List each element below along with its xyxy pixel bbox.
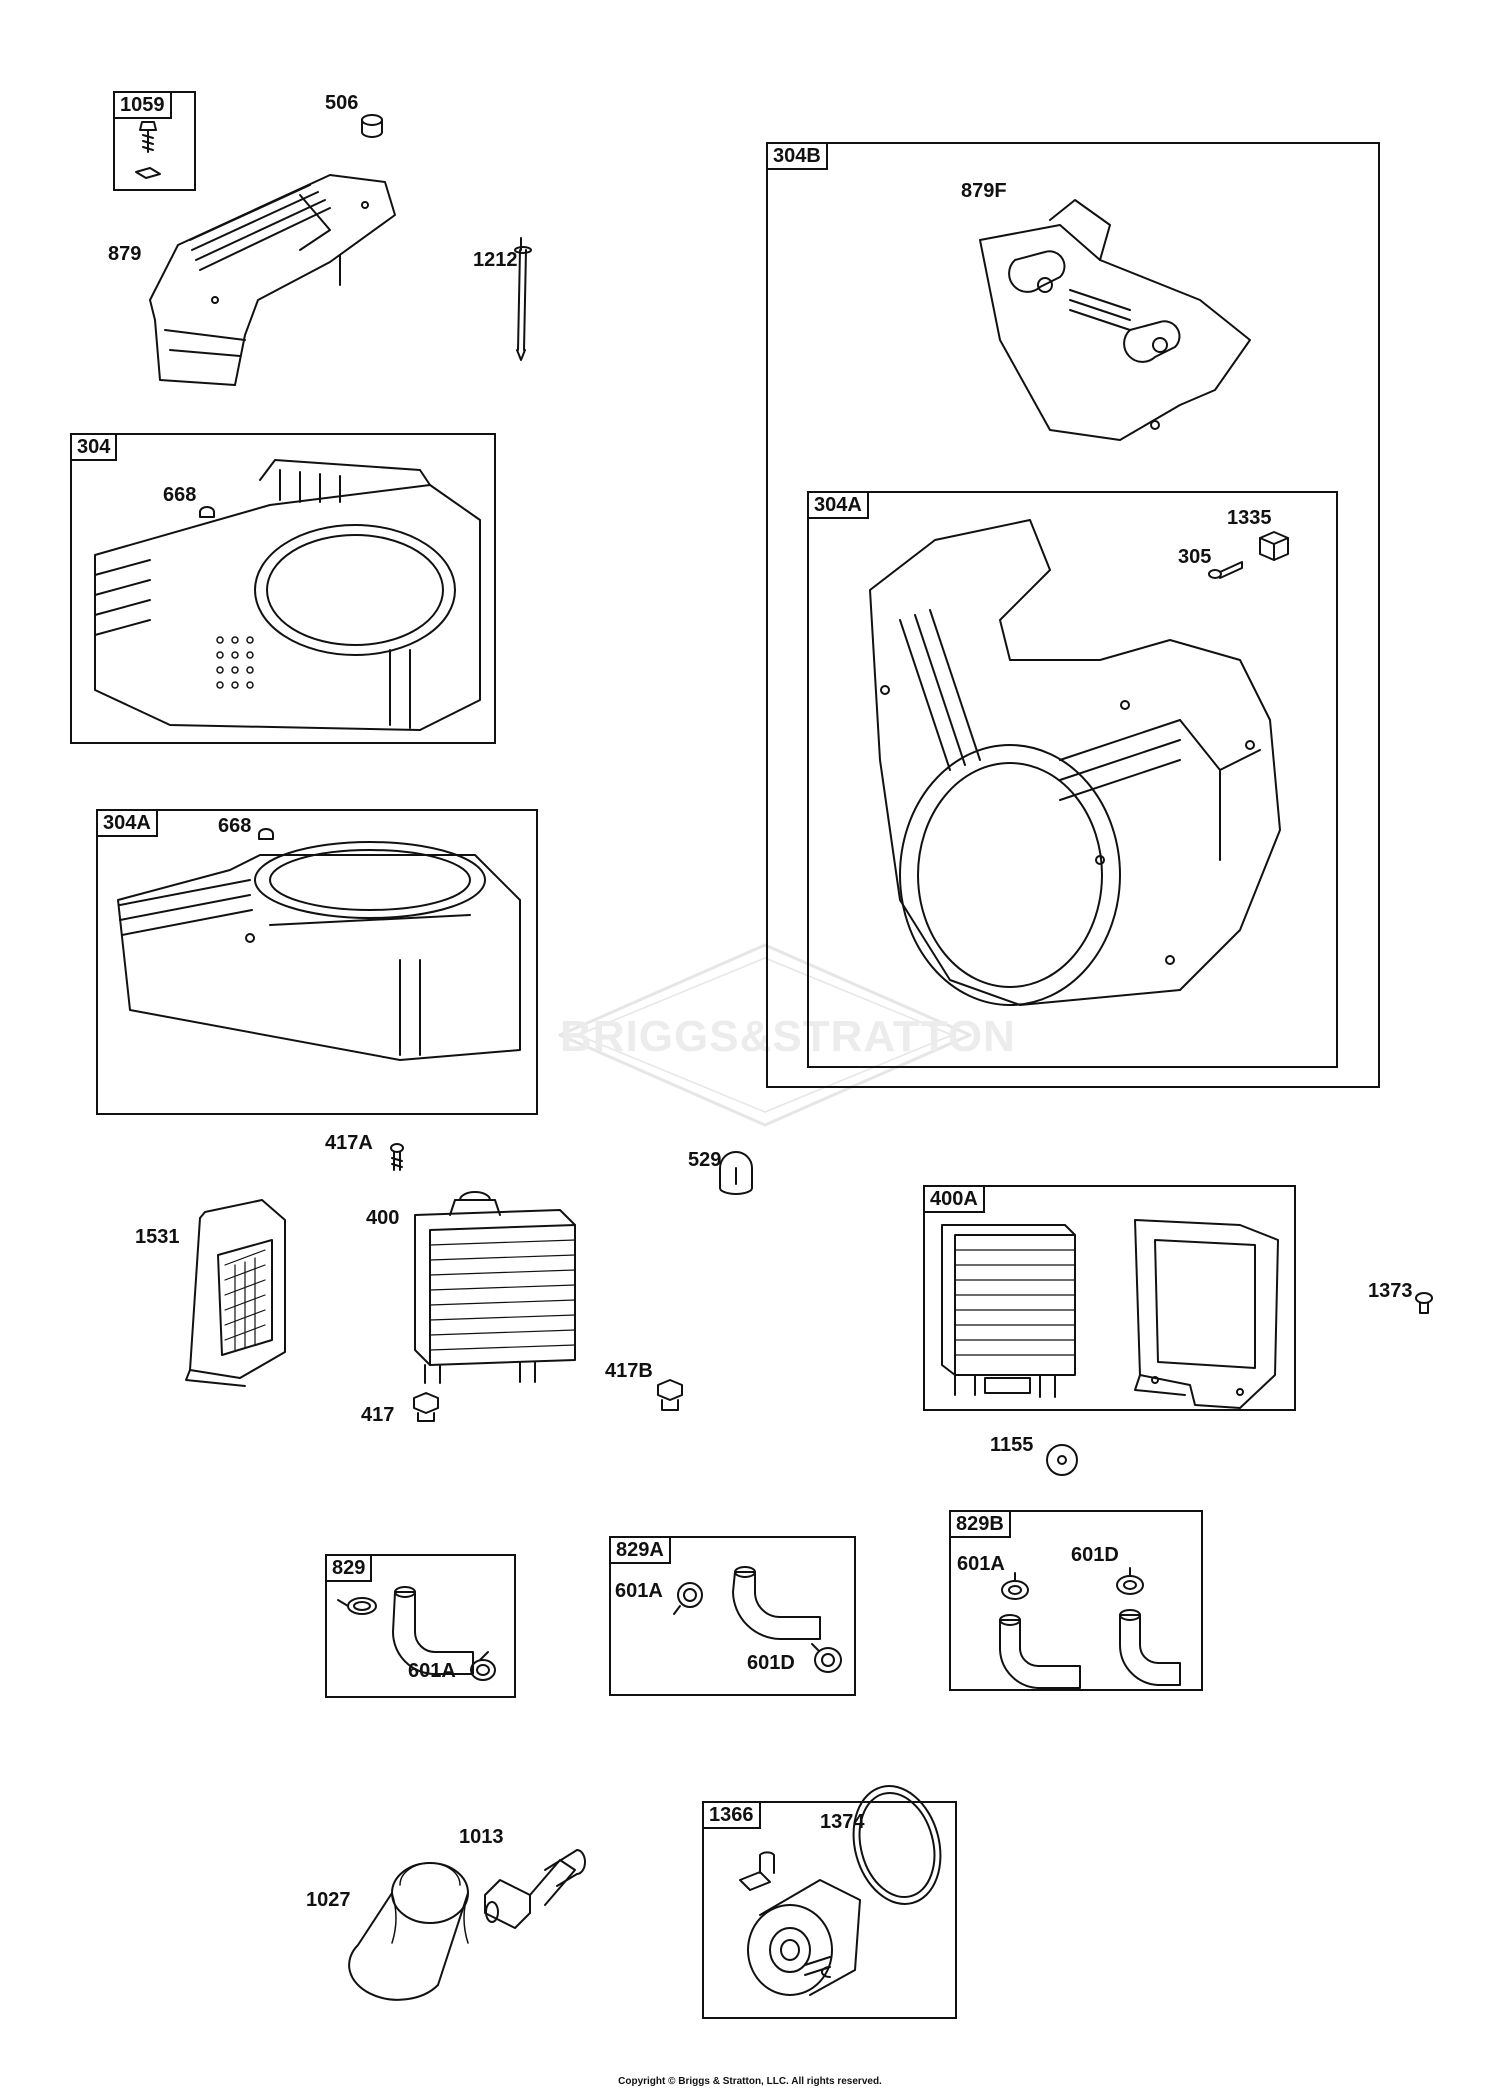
part-label-1155: 1155 [990, 1434, 1034, 1456]
kit-box-829b-label: 829B [949, 1510, 1011, 1538]
grommet-529-part [719, 1151, 753, 1195]
kit-box-304a-left: 304A [96, 809, 538, 1115]
cooler-1366-part [739, 1851, 861, 1996]
washer-1155-part [1046, 1444, 1078, 1476]
watermark-logo [558, 943, 972, 1127]
screw-305-part [1208, 561, 1243, 579]
hose-829a-part [732, 1566, 821, 1640]
part-label-1531: 1531 [135, 1226, 180, 1248]
part-label-601a-829b: 601A [957, 1553, 1005, 1575]
part-label-668-a: 668 [163, 484, 197, 506]
oring-1374-part [852, 1785, 942, 1905]
kit-box-829a: 829A [609, 1536, 856, 1696]
kit-box-829a-label: 829A [609, 1536, 671, 1564]
part-label-417: 417 [361, 1404, 395, 1426]
part-label-879f: 879F [961, 180, 1007, 202]
part-label-400: 400 [366, 1207, 400, 1229]
part-label-529: 529 [688, 1149, 722, 1171]
kit-box-400a-label: 400A [923, 1185, 985, 1213]
part-label-1374: 1374 [820, 1811, 865, 1833]
cover-879-part [149, 174, 396, 386]
part-label-1335: 1335 [1227, 507, 1272, 529]
rod-1212-part [514, 237, 532, 361]
clamp-829a-a-part [673, 1582, 703, 1615]
part-label-601a-829a: 601A [615, 1580, 663, 1602]
part-label-668-b: 668 [218, 815, 252, 837]
kit-box-1059-label: 1059 [113, 91, 172, 119]
clamp-829-b-part [470, 1651, 496, 1681]
hose-829-part [392, 1586, 474, 1675]
kit-box-304a-inner-label: 304A [807, 491, 869, 519]
screw-1059-part [135, 121, 161, 179]
kit-box-1366: 1366 [702, 1801, 957, 2019]
cooler-400-part [414, 1191, 576, 1384]
copyright-footer: Copyright © Briggs & Stratton, LLC. All … [618, 2076, 882, 2087]
part-label-601d-829a: 601D [747, 1652, 795, 1674]
fitting-417-part [413, 1392, 439, 1422]
cover-879f-part [979, 199, 1251, 441]
part-label-1027: 1027 [306, 1889, 351, 1911]
clamp-829b-b-part [1116, 1567, 1144, 1595]
shroud-304a-inner-part [869, 519, 1281, 1006]
kit-box-304a-left-label: 304A [96, 809, 158, 837]
kit-box-304: 304 [70, 433, 496, 744]
nut-1335-part [1259, 531, 1289, 561]
shroud-304a-left-part [117, 841, 521, 1061]
part-label-601a-829: 601A [408, 1660, 456, 1682]
plug-506-part [361, 114, 383, 138]
cooler-400a-part [941, 1224, 1076, 1398]
shroud-304-part [94, 459, 481, 731]
filter-1027-part [348, 1862, 469, 2001]
part-label-1013: 1013 [459, 1826, 504, 1848]
kit-box-829: 829 [325, 1554, 516, 1698]
kit-box-304-label: 304 [70, 433, 118, 461]
part-label-417a: 417A [325, 1132, 373, 1154]
part-label-1212: 1212 [473, 249, 518, 271]
part-label-879: 879 [108, 243, 142, 265]
shield-1531-part [185, 1199, 286, 1387]
screw-1373-part [1415, 1292, 1433, 1314]
hose-829b-b-part [1118, 1609, 1181, 1686]
kit-box-1366-label: 1366 [702, 1801, 761, 1829]
kit-box-829-label: 829 [325, 1554, 373, 1582]
clamp-829-a-part [337, 1597, 377, 1615]
clamp-829a-b-part [811, 1643, 842, 1673]
kit-box-1059: 1059 [113, 91, 196, 191]
part-label-417b: 417B [605, 1360, 653, 1382]
kit-box-304b: 304B [766, 142, 1380, 1088]
adapter-1013-part [484, 1849, 586, 1929]
clamp-829b-a-part [1001, 1572, 1029, 1600]
part-label-601d-829b: 601D [1071, 1544, 1119, 1566]
kit-box-400a: 400A [923, 1185, 1296, 1411]
bracket-400a-part [1134, 1219, 1279, 1409]
nut-668-part-b [258, 828, 274, 840]
fitting-417b-part [657, 1379, 683, 1411]
hose-829b-a-part [998, 1614, 1081, 1689]
screw-417a-part [390, 1143, 404, 1171]
watermark-text: BRIGGS&STRATTON [560, 1012, 1016, 1061]
nut-668-part-a [199, 506, 215, 518]
part-label-1373: 1373 [1368, 1280, 1413, 1302]
kit-box-304b-label: 304B [766, 142, 828, 170]
kit-box-304a-inner: 304A [807, 491, 1338, 1068]
kit-box-829b: 829B [949, 1510, 1203, 1691]
part-label-506: 506 [325, 92, 359, 114]
part-label-305: 305 [1178, 546, 1212, 568]
